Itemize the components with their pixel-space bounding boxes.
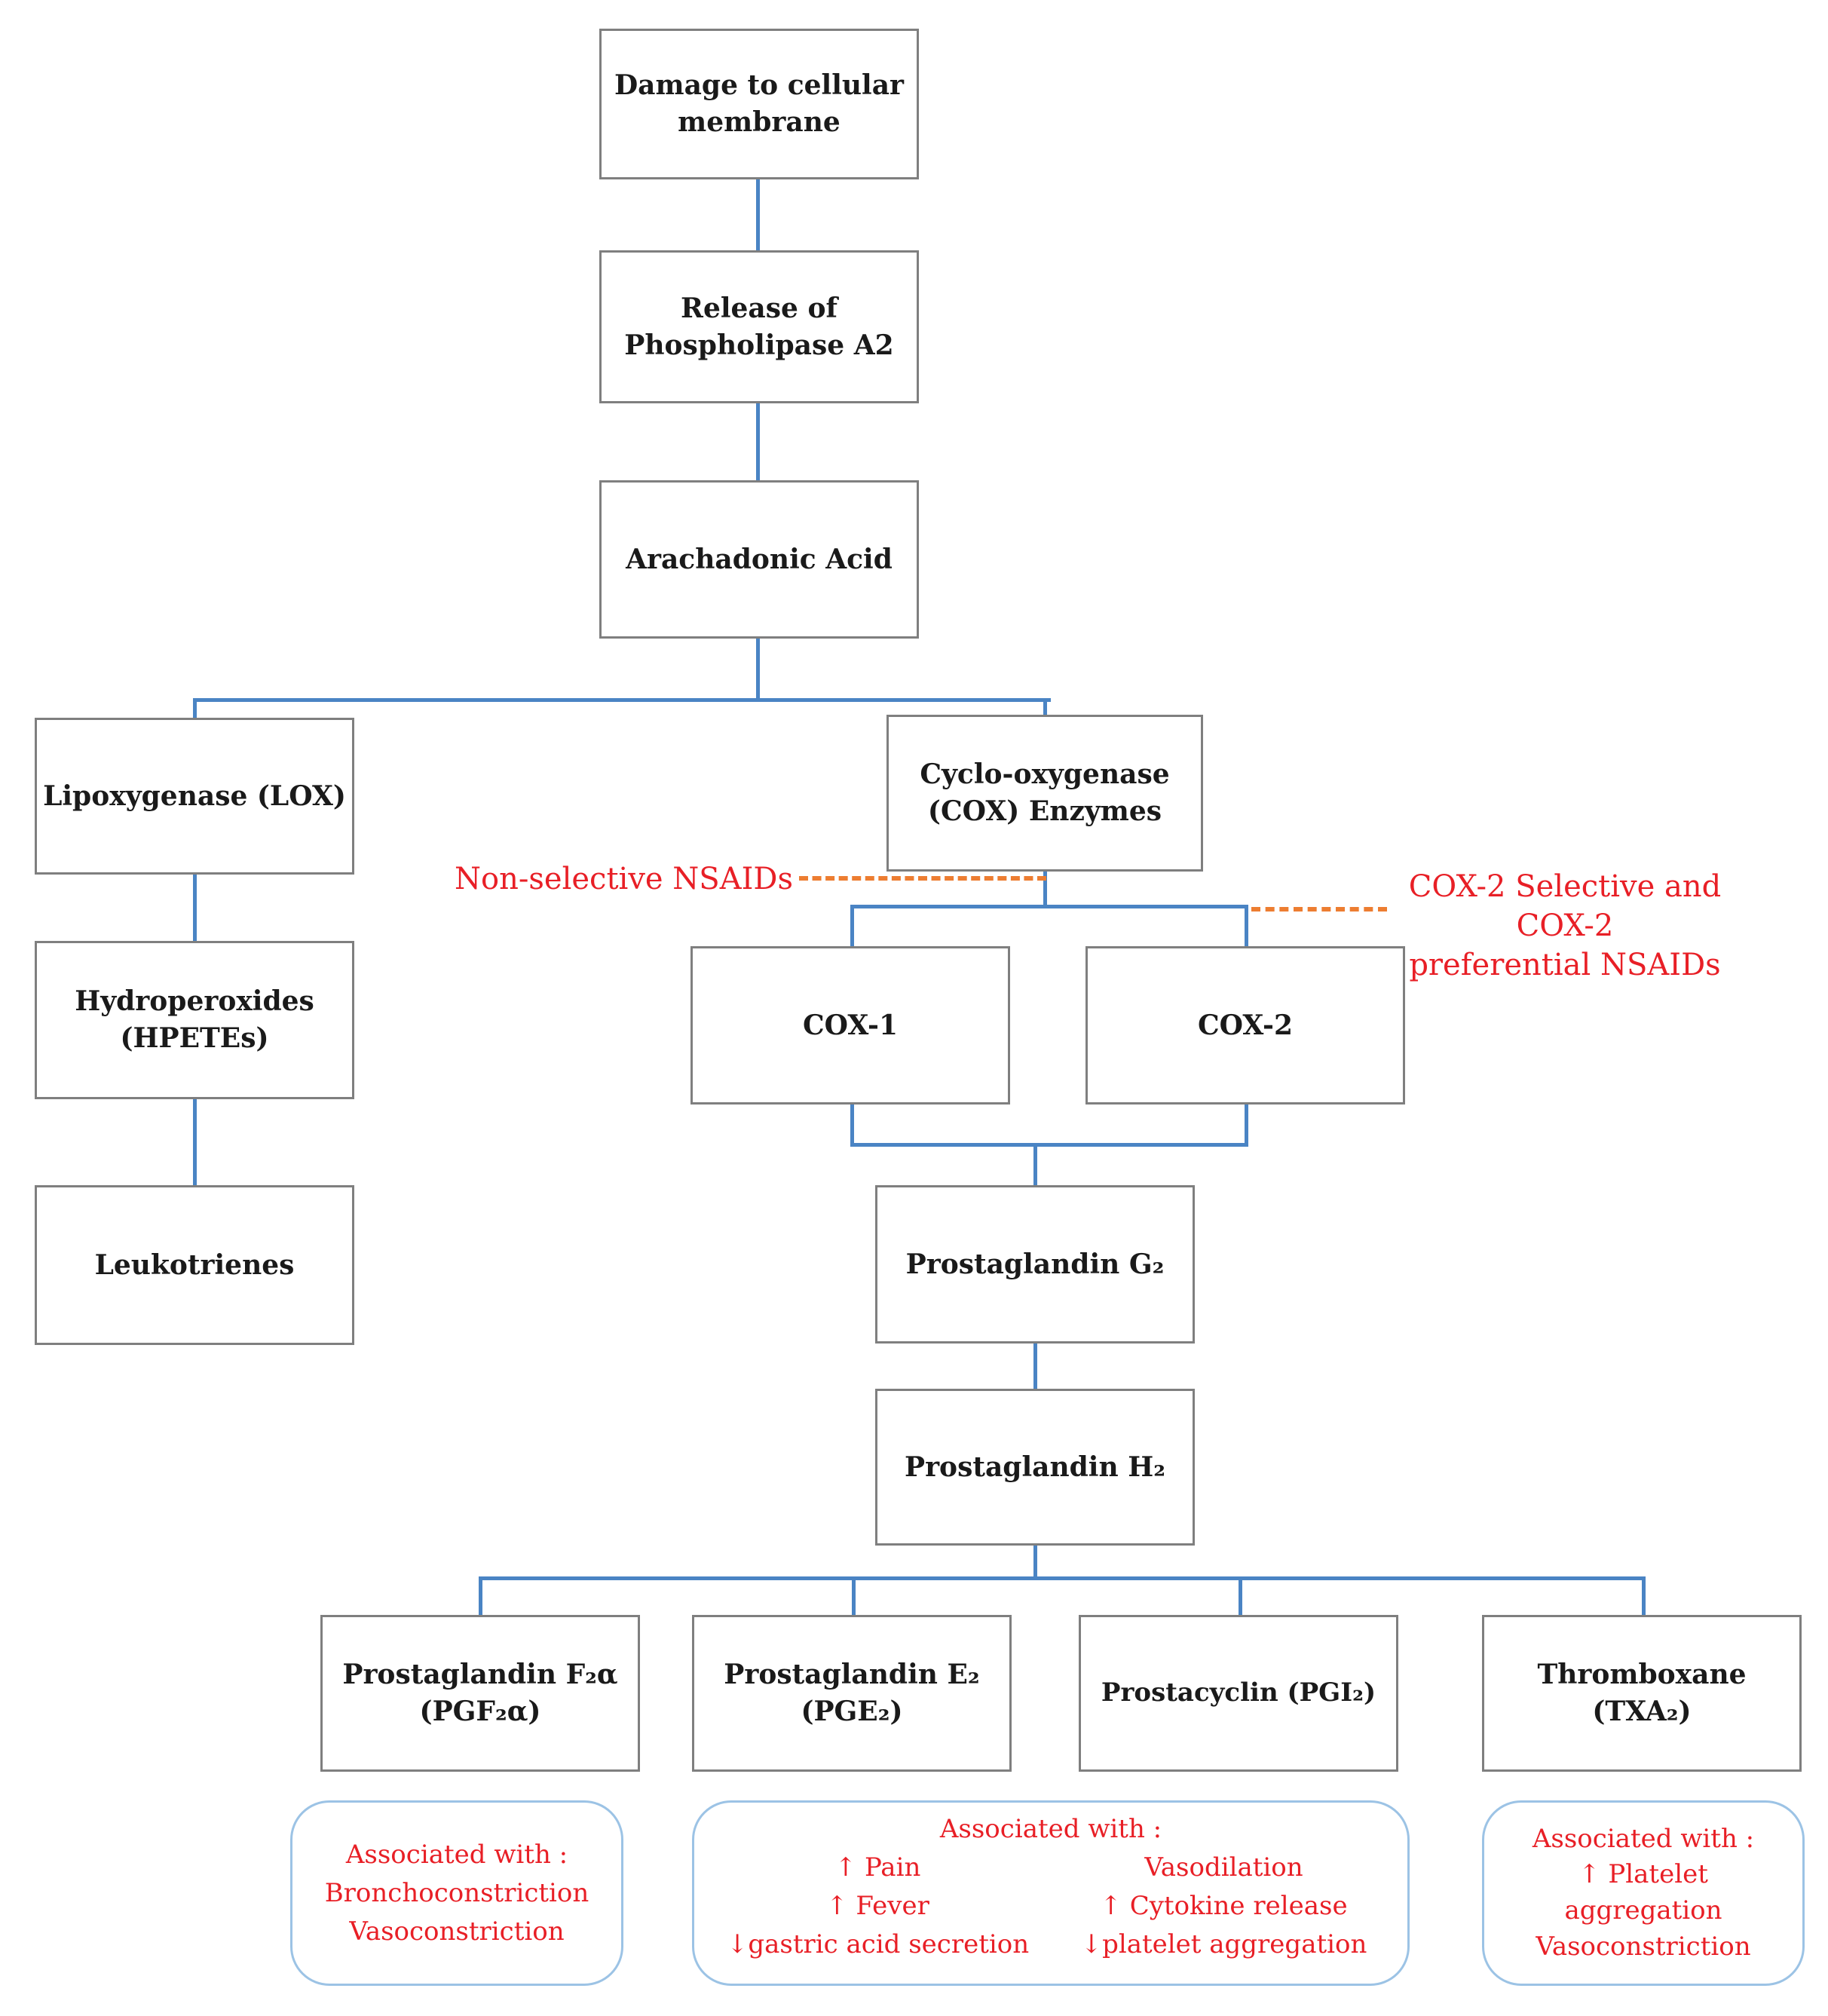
note-line: ↑ Platelet bbox=[1578, 1859, 1708, 1890]
node-arachadonic-acid: Arachadonic Acid bbox=[599, 480, 919, 639]
note-heading: Associated with : bbox=[1532, 1823, 1755, 1854]
connector-fanbar-pgf2a bbox=[479, 1576, 482, 1615]
note-line: Vasoconstriction bbox=[1536, 1931, 1751, 1962]
note-line: Bronchoconstriction bbox=[324, 1877, 589, 1908]
connector-arachadonic-split bbox=[756, 639, 760, 700]
fan-bar-products bbox=[479, 1576, 1646, 1580]
node-cox-2: COX-2 bbox=[1085, 946, 1405, 1105]
connector-cox1-joinbar bbox=[850, 1105, 854, 1146]
join-bar-cox bbox=[850, 1143, 1248, 1147]
note-line: ↑ Pain bbox=[834, 1852, 921, 1883]
note-heading: Associated with : bbox=[939, 1814, 1162, 1844]
connector-fanbar-txa2 bbox=[1642, 1576, 1646, 1615]
node-release-of-phospholipase-a2: Release of Phospholipase A2 bbox=[599, 250, 919, 403]
connector-split-lox bbox=[193, 698, 197, 719]
node-prostaglandin-f2a: Prostaglandin F₂α (PGF₂α) bbox=[320, 1615, 640, 1772]
connector-fanbar-pgi2 bbox=[1239, 1576, 1242, 1615]
note-pge2-pgi2-effects: Associated with : ↑ Pain ↑ Fever ↓gastri… bbox=[692, 1800, 1410, 1986]
node-prostaglandin-h2: Prostaglandin H₂ bbox=[875, 1389, 1195, 1546]
connector-split-cox bbox=[1043, 698, 1047, 716]
connector-splitbar-cox1 bbox=[850, 905, 854, 948]
connector-pgh2-fanbar bbox=[1033, 1546, 1037, 1579]
connector-pgg2-pgh2 bbox=[1033, 1343, 1037, 1390]
dashed-line-cox2-selective bbox=[1251, 907, 1387, 911]
note-txa2-effects: Associated with : ↑ Platelet aggregation… bbox=[1482, 1800, 1805, 1986]
note-line: ↑ Fever bbox=[826, 1891, 929, 1921]
note-line: Vasodilation bbox=[1144, 1852, 1303, 1883]
note-pgf2a-effects: Associated with : Bronchoconstriction Va… bbox=[290, 1800, 623, 1986]
node-prostaglandin-e2: Prostaglandin E₂ (PGE₂) bbox=[692, 1615, 1012, 1772]
connector-hpetes-leukotrienes bbox=[193, 1099, 197, 1187]
connector-release-arachadonic bbox=[756, 403, 760, 480]
node-cox-1: COX-1 bbox=[690, 946, 1010, 1105]
node-thromboxane-txa2: Thromboxane (TXA₂) bbox=[1482, 1615, 1802, 1772]
node-hydroperoxides-hpetes: Hydroperoxides (HPETEs) bbox=[35, 941, 354, 1099]
label-cox2-selective-line1: COX-2 Selective and COX-2 bbox=[1408, 869, 1722, 943]
connector-cox2-joinbar bbox=[1245, 1105, 1248, 1146]
split-bar-arachadonic bbox=[193, 698, 1051, 702]
dashed-line-nonselective bbox=[799, 876, 1046, 881]
node-damage-to-cellular-membrane: Damage to cellular membrane bbox=[599, 29, 919, 179]
node-cyclo-oxygenase-cox-enzymes: Cyclo-oxygenase (COX) Enzymes bbox=[886, 715, 1203, 872]
connector-damage-release bbox=[756, 179, 760, 250]
connector-splitbar-cox2 bbox=[1245, 905, 1248, 948]
note-line: Vasoconstriction bbox=[349, 1916, 565, 1947]
connector-joinbar-pgg2 bbox=[1033, 1143, 1037, 1187]
node-lipoxygenase-lox: Lipoxygenase (LOX) bbox=[35, 718, 354, 875]
note-heading: Associated with : bbox=[345, 1839, 568, 1870]
note-line: ↓platelet aggregation bbox=[1080, 1929, 1367, 1959]
note-column-left: ↑ Pain ↑ Fever ↓gastric acid secretion bbox=[705, 1849, 1051, 1964]
note-column-right: Vasodilation ↑ Cytokine release ↓platele… bbox=[1051, 1849, 1397, 1964]
note-line: ↓gastric acid secretion bbox=[726, 1929, 1030, 1959]
connector-fanbar-pge2 bbox=[852, 1576, 856, 1615]
node-prostacyclin-pgi2: Prostacyclin (PGI₂) bbox=[1079, 1615, 1398, 1772]
note-line: ↑ Cytokine release bbox=[1100, 1891, 1348, 1921]
note-columns: ↑ Pain ↑ Fever ↓gastric acid secretion V… bbox=[705, 1849, 1397, 1964]
label-cox2-selective-line2: preferential NSAIDs bbox=[1409, 948, 1721, 982]
node-leukotrienes: Leukotrienes bbox=[35, 1185, 354, 1345]
label-nonselective-nsaids: Non-selective NSAIDs bbox=[455, 862, 793, 896]
node-prostaglandin-g2: Prostaglandin G₂ bbox=[875, 1185, 1195, 1343]
connector-lox-hpetes bbox=[193, 875, 197, 942]
split-bar-cox bbox=[850, 905, 1248, 908]
connector-cox-splitbar bbox=[1043, 872, 1047, 908]
note-line: aggregation bbox=[1564, 1895, 1722, 1926]
label-cox2-selective-nsaids: COX-2 Selective and COX-2 preferential N… bbox=[1372, 867, 1758, 985]
